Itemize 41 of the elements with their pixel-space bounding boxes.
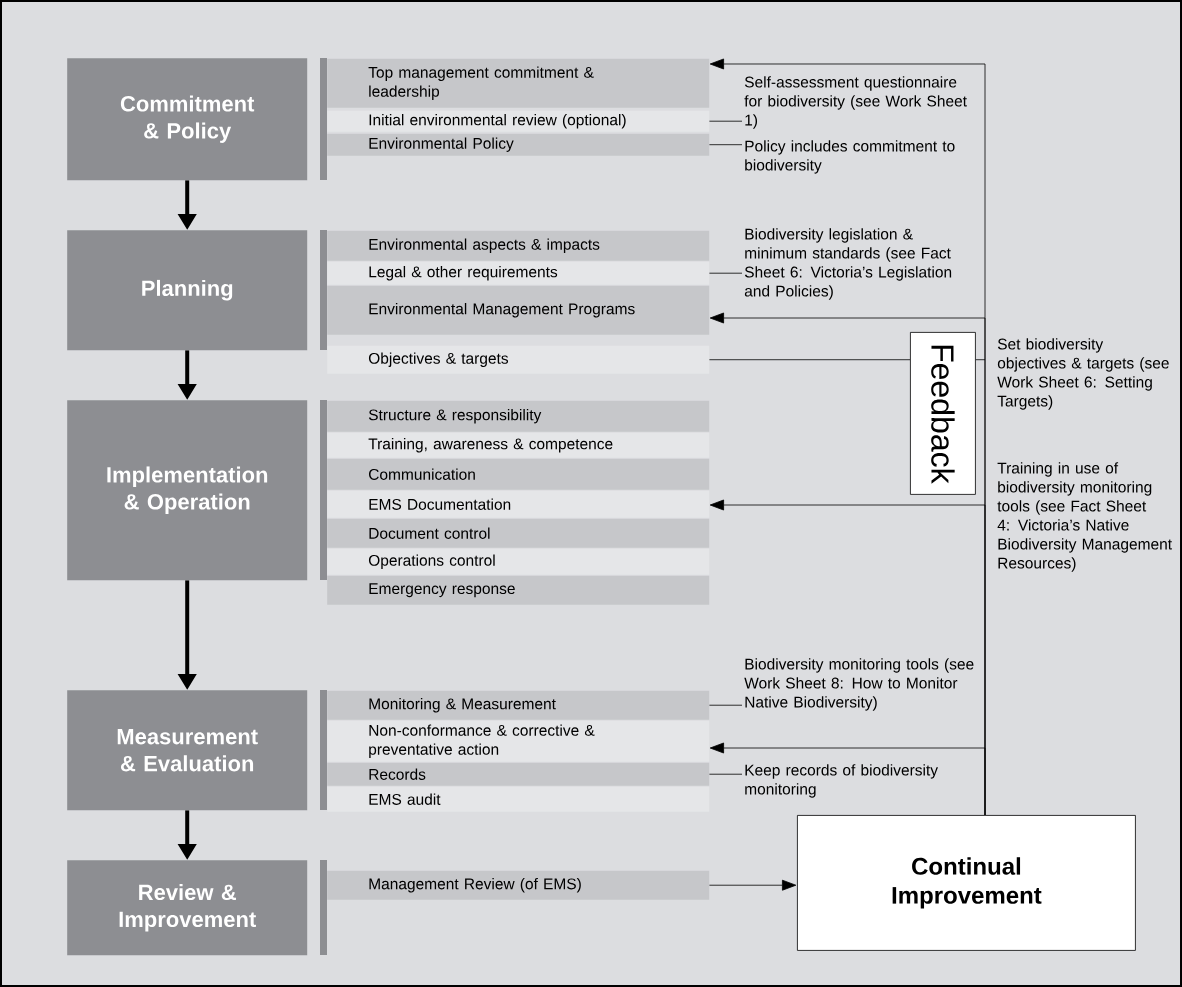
- list-item: Records: [327, 762, 710, 786]
- improvement-box: Continual Improvement: [797, 815, 1136, 951]
- list-item: Non-conformance & corrective & preventative action: [327, 720, 710, 762]
- list-item: Objectives & targets: [327, 345, 710, 374]
- note-text: Policy includes commitment to biodiversity: [745, 140, 955, 174]
- note-text: Biodiversity legislation & minimum standards (see Fact Sheet 6: Victoria’s Legislation and Policies): [744, 228, 952, 300]
- leader-line: [709, 272, 743, 274]
- list-item: Management Review (of EMS): [327, 870, 710, 900]
- feedback-arrow: [709, 742, 986, 816]
- list-item: Document control: [327, 518, 710, 548]
- list-item: Legal & other requirements: [327, 261, 710, 285]
- list-item: Environmental Policy: [327, 133, 710, 156]
- list-item: Communication: [327, 458, 710, 490]
- leader-line: [709, 704, 743, 706]
- note-text: Keep records of biodiversity monitoring: [745, 764, 938, 798]
- stage-box: Implementation & Operation: [67, 400, 308, 581]
- list-item: Operations control: [327, 548, 710, 575]
- list-item: Initial environmental review (optional): [327, 110, 710, 132]
- stage-box: Commitment & Policy: [67, 58, 308, 181]
- note-text: Self-assessment questionnaire for biodiversity (see Work Sheet 1): [744, 76, 967, 129]
- list-item: EMS audit: [327, 786, 710, 812]
- stage-box: Planning: [67, 230, 308, 351]
- leader-line: [709, 120, 743, 122]
- leader-line: [709, 144, 743, 146]
- leader-line: [709, 359, 911, 361]
- list-item: Top management commitment & leadership: [327, 58, 710, 108]
- leader-line: [709, 773, 743, 775]
- feedback-box: Feedback: [910, 332, 976, 495]
- list-item: EMS Documentation: [327, 490, 710, 518]
- list-item: Environmental Management Programs: [327, 285, 710, 335]
- arrow: [709, 879, 797, 891]
- note-text: Set biodiversity objectives & targets (see Work Sheet 6: Setting Targets): [997, 338, 1169, 410]
- list-item: Monitoring & Measurement: [327, 690, 710, 720]
- list-item: Structure & responsibility: [327, 400, 710, 432]
- stage-box: Measurement & Evaluation: [67, 690, 308, 811]
- list-item: Emergency response: [327, 575, 710, 605]
- stage-box: Review & Improvement: [67, 860, 308, 956]
- list-item: Training, awareness & competence: [327, 432, 710, 458]
- note-text: Biodiversity monitoring tools (see Work Sheet 8: How to Monitor Native Biodiversity): [744, 658, 974, 711]
- list-item: Environmental aspects & impacts: [327, 230, 710, 261]
- note-text: Training in use of biodiversity monitoring tools (see Fact Sheet 4: Victoria’s Native Biodiversity Management Resources): [997, 462, 1172, 572]
